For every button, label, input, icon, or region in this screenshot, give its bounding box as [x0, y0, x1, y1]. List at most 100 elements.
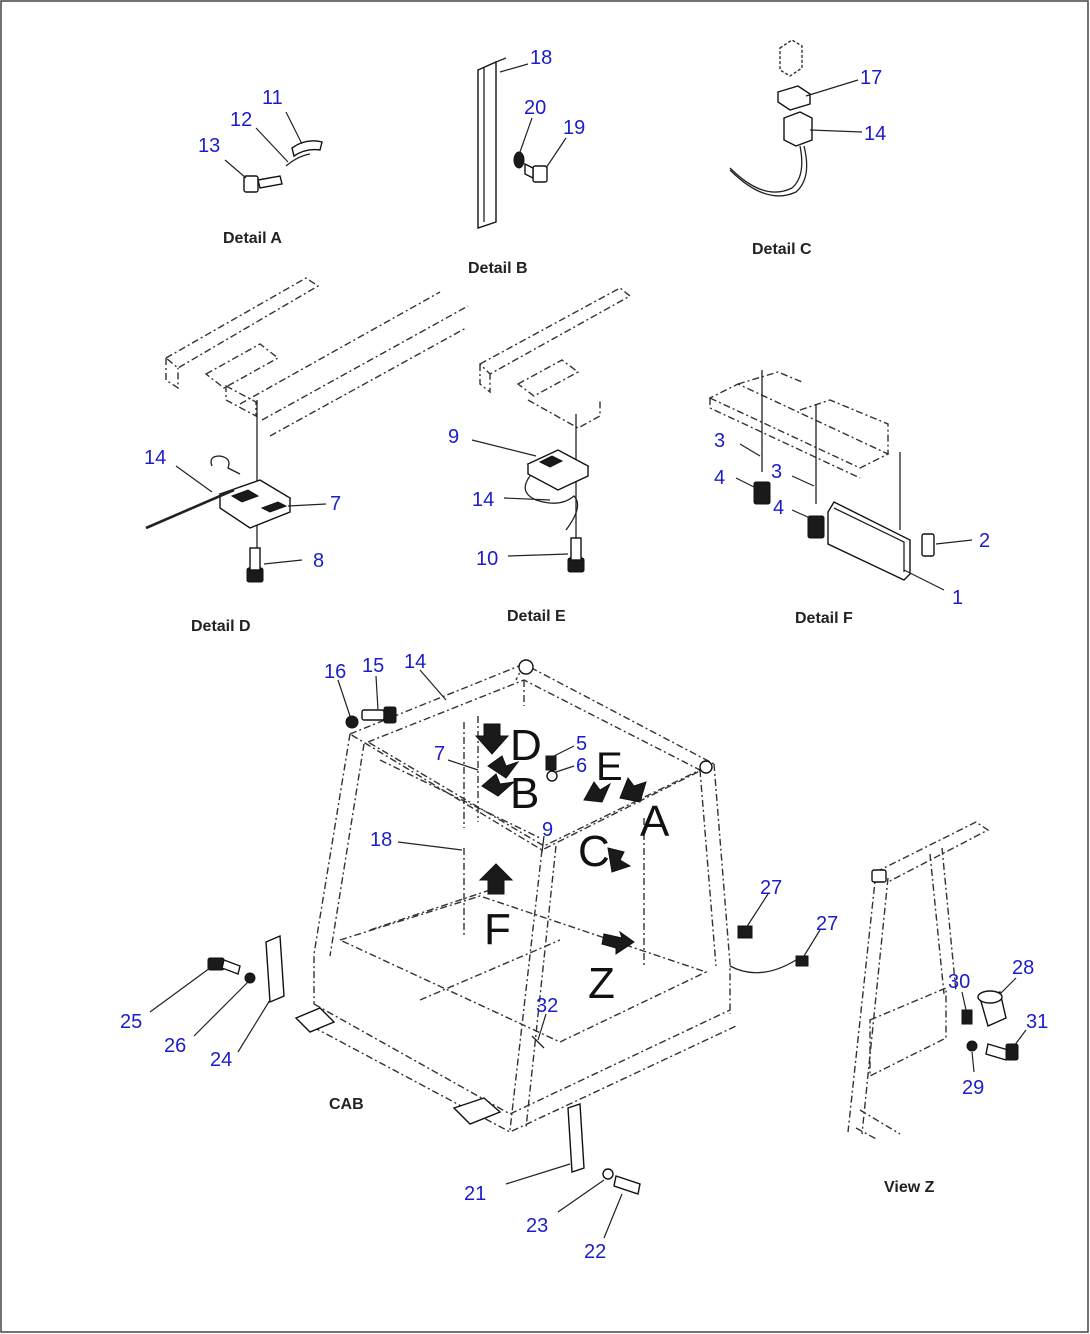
view-arrow-z: [601, 930, 635, 955]
leader-f-3a: [739, 443, 761, 457]
view-letter-b: B: [510, 769, 539, 818]
detail-d: 14 7 8 Detail D: [144, 277, 469, 635]
leader-z-31: [1013, 1029, 1027, 1047]
detail-c: 17 14 Detail C: [729, 39, 886, 258]
view-z-post-right: [929, 847, 957, 995]
callout-z-31: 31: [1026, 1011, 1048, 1033]
detail-d-beam-side: [165, 358, 179, 390]
leader-cab-27a: [745, 893, 769, 929]
leader-e-10: [507, 553, 569, 557]
callout-cab-27b: 27: [816, 913, 838, 935]
cab-cable-27: [729, 959, 797, 974]
leader-c-14: [809, 129, 863, 133]
detail-c-socket: [777, 85, 811, 111]
callout-cab-21: 21: [464, 1183, 486, 1205]
leader-f-1: [903, 569, 945, 591]
detail-d-lamp-body: [219, 494, 291, 529]
callout-a-11: 11: [262, 87, 283, 109]
detail-f-bolt-2: [807, 515, 825, 539]
leader-cab-22: [603, 1193, 623, 1239]
caption-view-z: View Z: [884, 1179, 935, 1196]
detail-b-washer: [513, 151, 525, 169]
callout-cab-7: 7: [434, 743, 445, 765]
detail-c-cable: [729, 145, 803, 193]
view-z-post-left: [847, 871, 889, 1135]
leader-cab-16: [337, 679, 351, 717]
detail-b-strip-top: [495, 57, 507, 63]
view-arrow-d: [474, 723, 510, 755]
cab-bolt-25-shank: [221, 959, 241, 975]
cab-mount-front: [452, 1097, 502, 1125]
detail-e-lamp-body: [527, 464, 589, 491]
view-z-washer-30: [961, 1009, 973, 1025]
detail-f-beam-top: [708, 383, 890, 469]
view-arrow-f: [478, 863, 514, 895]
detail-f-bracket: [737, 371, 889, 454]
detail-e-beam-top: [478, 287, 632, 375]
detail-a-bolt-head: [243, 175, 259, 193]
cab-base: [299, 1003, 737, 1133]
leader-f-3b: [791, 475, 815, 487]
detail-f: 3 4 3 4 2 1 Detail F: [708, 370, 990, 627]
cab-roof-outer: [348, 663, 716, 851]
callout-cab-15: 15: [362, 655, 384, 677]
leader-b-18: [499, 63, 529, 73]
callout-cab-6: 6: [576, 755, 587, 777]
detail-d-beam-top: [164, 277, 320, 369]
leader-e-14: [503, 497, 551, 501]
caption-detail-e: Detail E: [507, 608, 566, 625]
leader-c-17: [805, 79, 859, 97]
cab-floor-lines: [369, 889, 561, 1001]
leader-f-4a: [735, 477, 757, 489]
leader-cab-25: [149, 967, 211, 1013]
cab-interior-verticals: [463, 818, 645, 966]
cab-pillar-front-left: [313, 733, 365, 1004]
callout-b-20: 20: [524, 97, 546, 119]
view-letter-z: Z: [588, 959, 615, 1008]
leader-cab-27b: [803, 929, 821, 957]
callout-c-17: 17: [860, 67, 882, 89]
callout-e-9: 9: [448, 426, 459, 448]
view-z: 28 30 31 29 View Z: [847, 821, 1048, 1196]
callout-a-12: 12: [230, 109, 252, 131]
detail-f-bolt-1: [753, 481, 771, 505]
callout-f-4a: 4: [714, 467, 725, 489]
leader-d-14: [175, 465, 213, 493]
leader-cab-14: [419, 669, 447, 701]
cab-pillar-front-right: [509, 845, 557, 1131]
callout-cab-22: 22: [584, 1241, 606, 1263]
cab-washer-26: [244, 972, 256, 984]
leader-a-12: [255, 127, 289, 163]
callout-f-3b: 3: [771, 461, 782, 483]
callout-b-19: 19: [563, 117, 585, 139]
detail-a: 11 12 13 Detail A: [198, 87, 323, 247]
caption-cab: CAB: [329, 1096, 364, 1113]
callout-cab-9: 9: [542, 819, 553, 841]
cab-bolt-15-head: [383, 706, 397, 724]
leader-cab-21: [505, 1163, 571, 1185]
caption-detail-b: Detail B: [468, 260, 528, 277]
caption-detail-c: Detail C: [752, 241, 812, 258]
detail-f-mirror-inner: [833, 507, 905, 572]
cab-interior-post: [463, 716, 479, 828]
leader-a-11: [285, 111, 303, 145]
view-letter-f: F: [484, 905, 511, 954]
detail-f-beam-side: [709, 398, 861, 479]
view-letter-c: C: [578, 827, 610, 876]
detail-b: 18 20 19 Detail B: [468, 47, 585, 277]
callout-z-30: 30: [948, 971, 970, 993]
view-z-panel: [869, 986, 947, 1078]
callout-cab-5: 5: [576, 733, 587, 755]
detail-b-bolt-shank: [524, 162, 534, 180]
callout-cab-24: 24: [210, 1049, 232, 1071]
leader-d-7: [287, 503, 327, 507]
callout-f-3a: 3: [714, 430, 725, 452]
cab-part-32: [531, 1035, 545, 1049]
detail-d-lamp-lens: [230, 489, 288, 513]
view-z-lamp-28-top: [977, 990, 1003, 1004]
view-letter-d: D: [510, 721, 542, 770]
callout-d-14: 14: [144, 447, 166, 469]
leader-cab-5: [553, 745, 575, 757]
view-arrow-e1: [583, 781, 612, 803]
leader-f-4b: [791, 509, 811, 519]
